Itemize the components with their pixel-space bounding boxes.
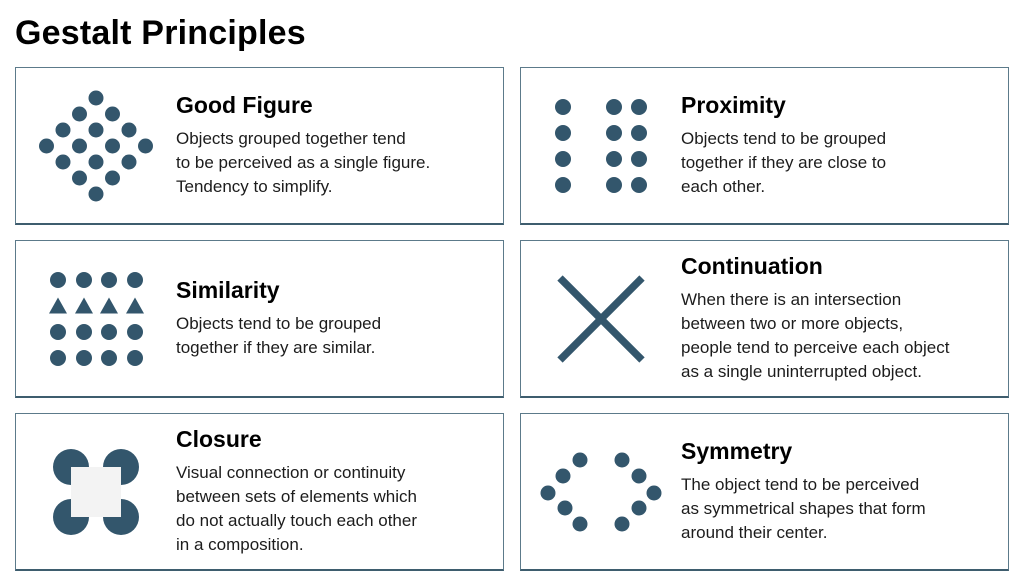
text-box: Continuation When there is an intersecti… <box>681 252 1008 383</box>
text-box: Similarity Objects tend to be grouped to… <box>176 276 503 360</box>
page: Gestalt Principles Good Figure Objects g… <box>15 14 1009 572</box>
icon-box <box>521 274 681 364</box>
text-box: Symmetry The object tend to be perceived… <box>681 437 1008 545</box>
card-description: Visual connection or continuity between … <box>176 463 417 554</box>
card-similarity: Similarity Objects tend to be grouped to… <box>15 240 504 399</box>
icon-box <box>16 271 176 367</box>
crossed-lines-icon <box>557 274 645 363</box>
card-title: Good Figure <box>176 91 313 118</box>
card-description: Objects tend to be grouped together if t… <box>681 129 887 196</box>
icon-box <box>16 82 176 210</box>
page-title: Gestalt Principles <box>15 14 306 52</box>
text-box: Proximity Objects tend to be grouped tog… <box>681 91 1008 199</box>
card-good-figure: Good Figure Objects grouped together ten… <box>15 67 504 226</box>
text-box: Good Figure Objects grouped together ten… <box>176 91 503 199</box>
mirrored-dot-chevrons-icon <box>540 452 662 532</box>
card-title: Proximity <box>681 91 786 118</box>
circles-and-triangles-icon <box>48 272 144 367</box>
icon-box <box>521 451 681 532</box>
card-proximity: Proximity Objects tend to be grouped tog… <box>520 67 1009 226</box>
icon-box <box>16 448 176 536</box>
card-title: Continuation <box>681 252 823 279</box>
card-continuation: Continuation When there is an intersecti… <box>520 240 1009 399</box>
dot-groups-icon <box>555 98 647 193</box>
card-closure: Closure Visual connection or continuity … <box>15 413 504 572</box>
diamond-dot-grid-icon <box>39 90 153 202</box>
card-description: When there is an intersection between tw… <box>681 290 950 381</box>
card-description: The object tend to be perceived as symme… <box>681 475 926 542</box>
cards-grid: Good Figure Objects grouped together ten… <box>15 67 1009 572</box>
card-symmetry: Symmetry The object tend to be perceived… <box>520 413 1009 572</box>
card-description: Objects tend to be grouped together if t… <box>176 313 382 357</box>
text-box: Closure Visual connection or continuity … <box>176 425 503 556</box>
card-title: Closure <box>176 425 262 452</box>
card-description: Objects grouped together tend to be perc… <box>176 129 431 196</box>
card-title: Similarity <box>176 276 280 303</box>
circles-square-overlay-icon <box>53 448 139 535</box>
icon-box <box>521 98 681 193</box>
card-title: Symmetry <box>681 437 793 464</box>
